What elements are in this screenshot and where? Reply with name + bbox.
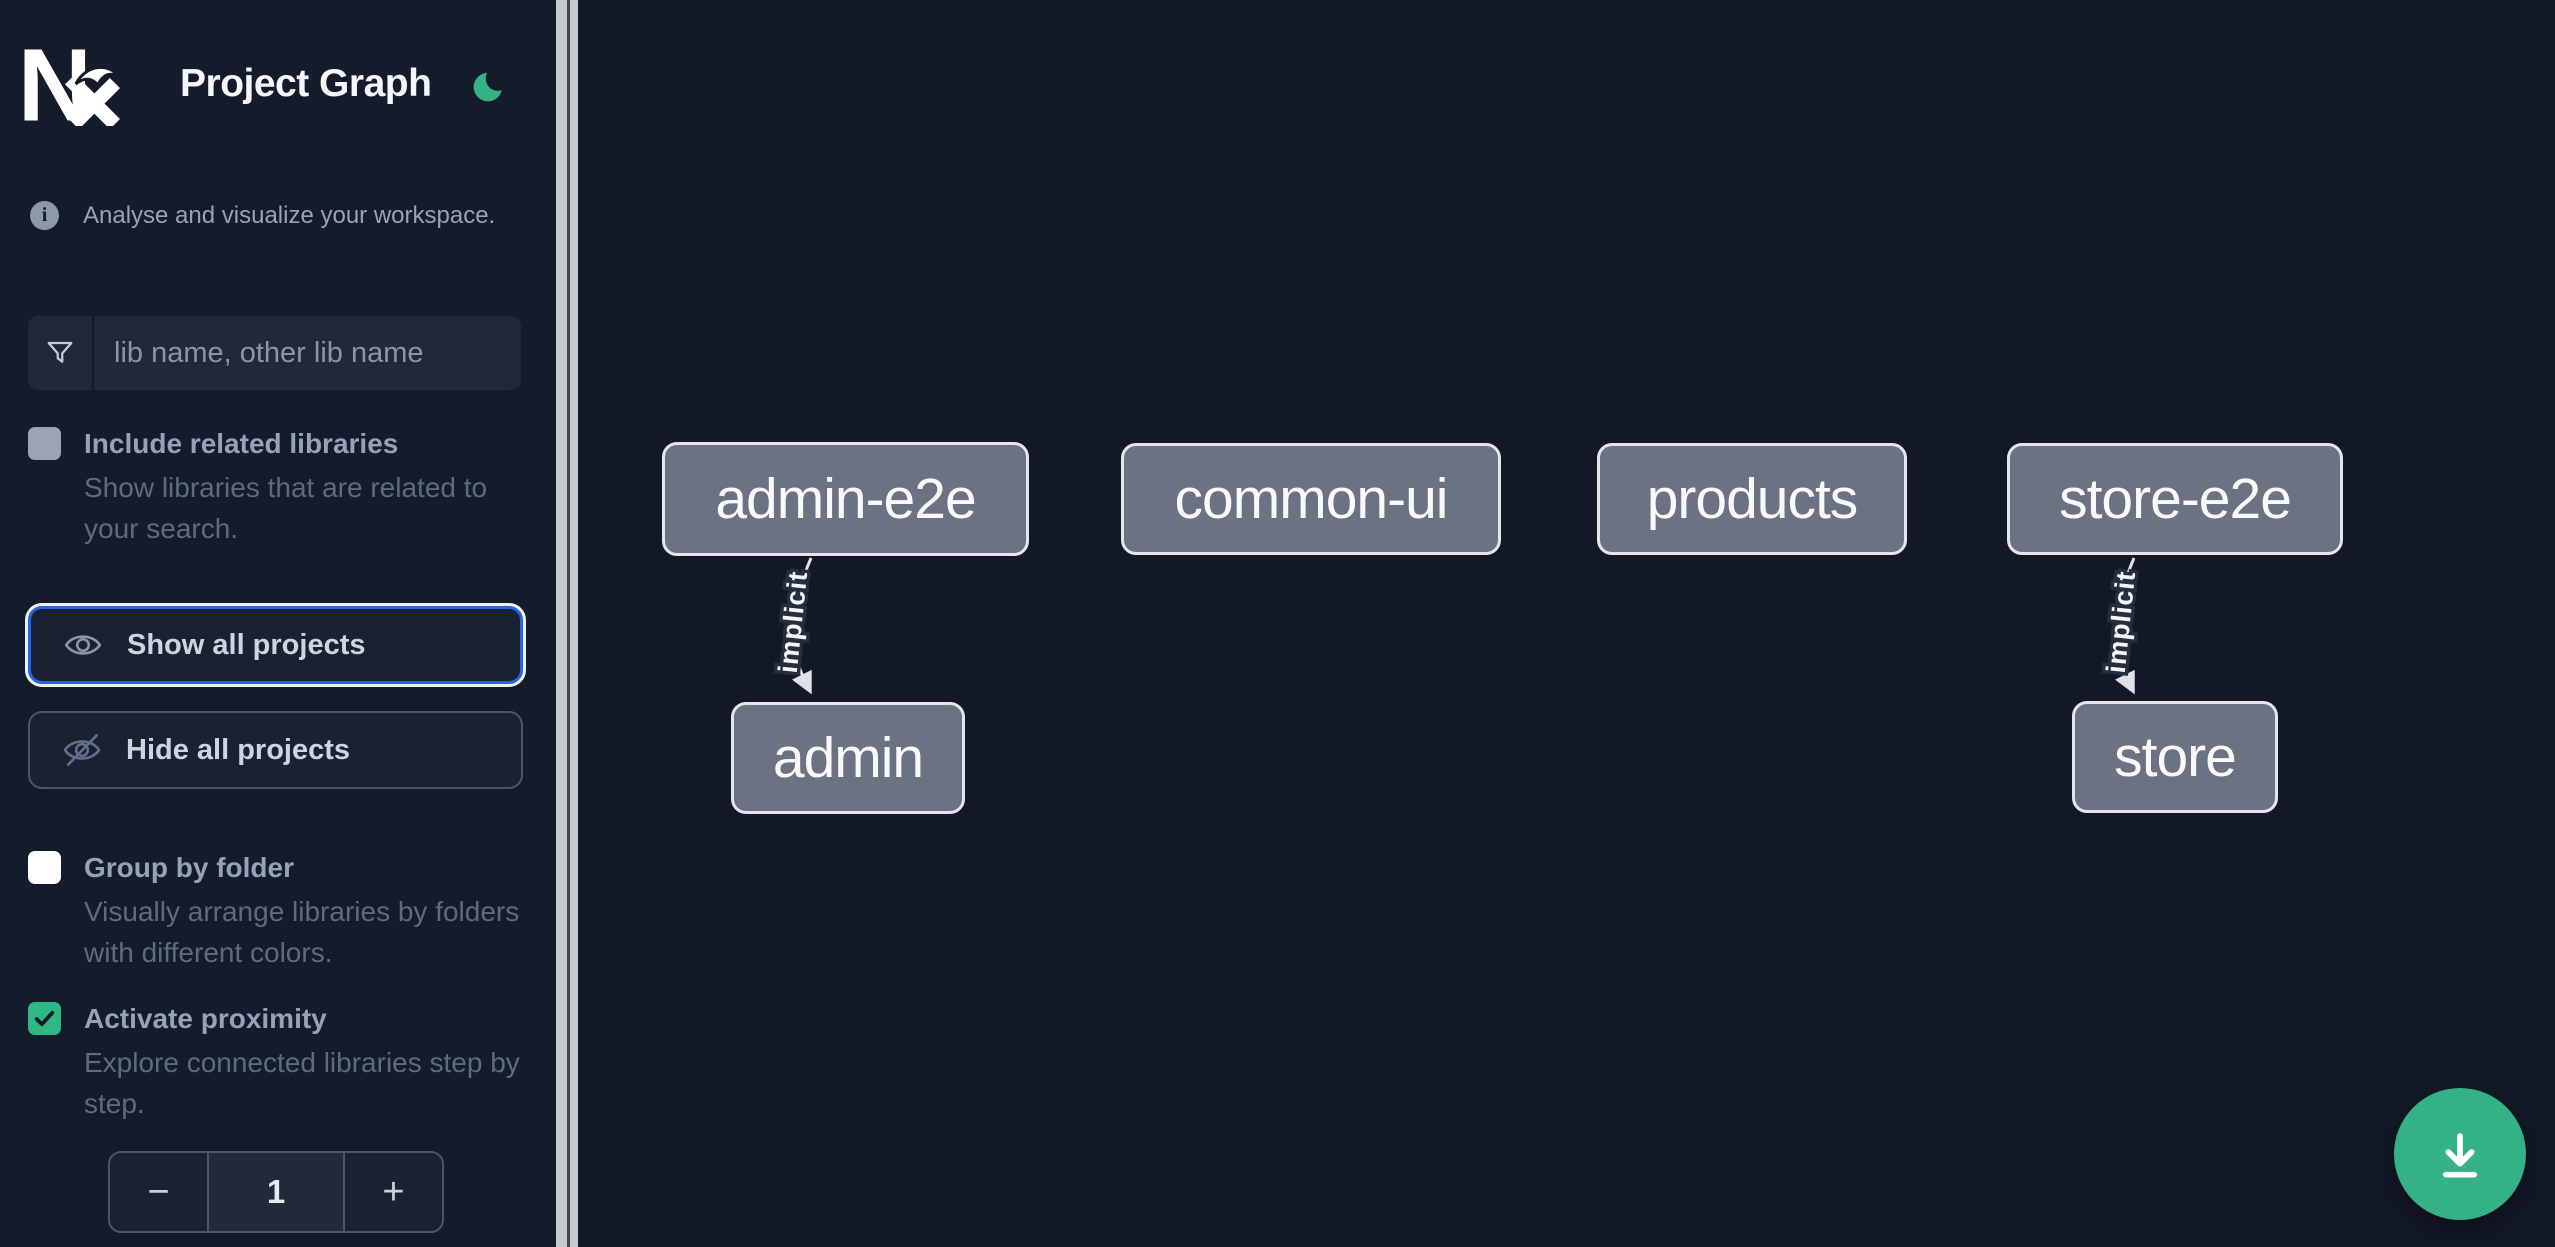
activate-proximity-description: Explore connected libraries step by step…	[84, 1047, 520, 1119]
proximity-decrement-button[interactable]: −	[110, 1153, 207, 1231]
activate-proximity-checkbox[interactable]	[28, 1002, 61, 1035]
group-by-folder-option: Group by folder Visually arrange librari…	[28, 851, 536, 973]
include-related-description: Show libraries that are related to your …	[84, 472, 488, 544]
show-all-projects-label: Show all projects	[127, 628, 366, 661]
download-icon	[2442, 1133, 2478, 1178]
include-related-checkbox[interactable]	[28, 427, 61, 460]
tagline: i Analyse and visualize your workspace.	[30, 201, 495, 230]
nx-logo-icon: N	[24, 44, 120, 126]
graph-node-common-ui[interactable]: common-ui	[1121, 443, 1501, 555]
edge-admin-e2e-to-admin	[792, 557, 813, 695]
include-related-option: Include related libraries Show libraries…	[28, 427, 536, 549]
dark-mode-moon-icon[interactable]	[472, 68, 508, 104]
graph-edges: implicit implicit	[769, 557, 2145, 695]
graph-node-admin-e2e[interactable]: admin-e2e	[662, 442, 1029, 556]
tagline-text: Analyse and visualize your workspace.	[83, 201, 496, 229]
checkmark-icon	[34, 1010, 55, 1027]
proximity-increment-button[interactable]: +	[345, 1153, 442, 1231]
proximity-depth-stepper: − 1 +	[108, 1151, 444, 1233]
graph-node-store-e2e[interactable]: store-e2e	[2007, 443, 2343, 555]
eye-off-icon	[63, 734, 101, 766]
graph-node-products[interactable]: products	[1597, 443, 1907, 555]
edge-label-implicit: implicit	[773, 569, 814, 674]
sidebar: N Project Graph i Analyse and visualize …	[0, 0, 556, 1247]
activate-proximity-option: Activate proximity Explore connected lib…	[28, 1002, 536, 1124]
edge-label-implicit: implicit	[2101, 569, 2142, 674]
page-title: Project Graph	[180, 62, 432, 105]
include-related-label: Include related libraries	[84, 428, 399, 459]
group-by-folder-checkbox[interactable]	[28, 851, 61, 884]
download-image-button[interactable]	[2394, 1088, 2526, 1220]
edge-store-e2e-to-store	[2115, 557, 2136, 695]
proximity-depth-value: 1	[207, 1153, 345, 1231]
hide-all-projects-button[interactable]: Hide all projects	[28, 711, 523, 789]
sidebar-resizer[interactable]	[556, 0, 578, 1247]
show-all-projects-button[interactable]: Show all projects	[25, 603, 526, 687]
filter-funnel-icon	[28, 316, 94, 390]
graph-node-admin[interactable]: admin	[731, 702, 965, 814]
eye-icon	[64, 635, 102, 655]
graph-canvas[interactable]: implicit implicit admin-e2e common-ui pr…	[578, 0, 2555, 1247]
filter-box	[28, 316, 521, 390]
filter-input[interactable]	[94, 316, 521, 390]
info-icon: i	[30, 201, 59, 230]
activate-proximity-label: Activate proximity	[84, 1003, 327, 1034]
group-by-folder-description: Visually arrange libraries by folders wi…	[84, 896, 520, 968]
hide-all-projects-label: Hide all projects	[126, 733, 351, 766]
group-by-folder-label: Group by folder	[84, 852, 294, 883]
graph-node-store[interactable]: store	[2072, 701, 2278, 813]
